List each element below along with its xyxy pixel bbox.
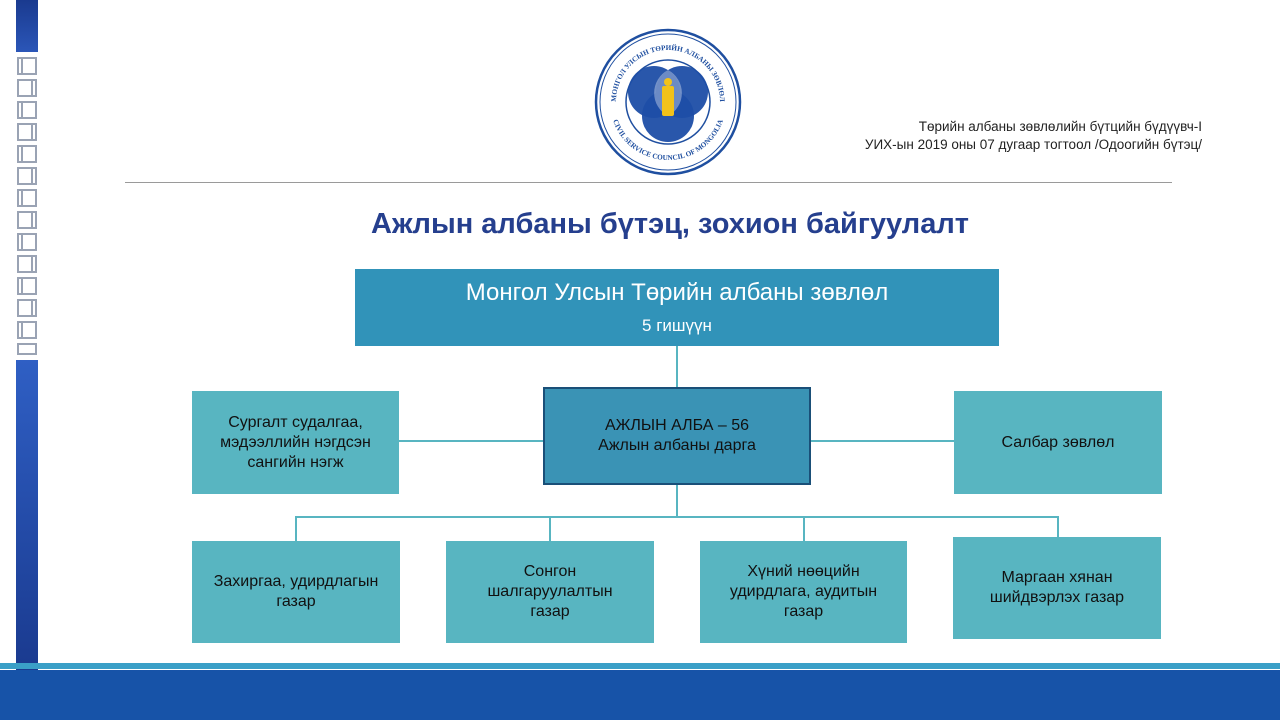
- selection-line-1: Сонгон: [523, 563, 577, 580]
- bottom-accent-line: [0, 663, 1280, 669]
- left-decor-bar-bottom: [16, 360, 38, 670]
- council-name: Монгол Улсын Төрийн албаны зөвлөл: [465, 278, 889, 306]
- admin-line-1: Захиргаа, удирдлагын: [213, 573, 379, 590]
- reference-line-1: Төрийн албаны зөвлөлийн бүтцийн бүдүүвч-…: [918, 119, 1202, 134]
- hr-department-box: Хүний нөөцийн удирдлага, аудитын газар: [700, 541, 907, 643]
- hr-line-1: Хүний нөөцийн: [747, 563, 860, 580]
- secretariat-box: АЖЛЫН АЛБА – 56 Ажлын албаны дарга: [543, 387, 811, 485]
- dispute-department-box: Маргаан хянан шийдвэрлэх газар: [953, 537, 1161, 639]
- connector-office-branch: [811, 440, 954, 442]
- header-divider: [125, 182, 1172, 183]
- training-line-3: сангийн нэгж: [247, 453, 344, 471]
- selection-line-3: газар: [530, 603, 570, 620]
- reference-note: Төрийн албаны зөвлөлийн бүтцийн бүдүүвч-…: [780, 118, 1202, 154]
- connector-council-office: [676, 346, 678, 387]
- connector-training-office: [399, 440, 543, 442]
- branch-line-1: Салбар зөвлөл: [1001, 433, 1115, 451]
- connector-hr: [803, 516, 805, 541]
- training-unit-box: Сургалт судалгаа, мэдээллийн нэгдсэн сан…: [192, 391, 399, 494]
- hr-line-3: газар: [783, 603, 824, 620]
- page-title: Ажлын албаны бүтэц, зохион байгуулалт: [371, 208, 969, 240]
- hr-line-2: удирдлага, аудитын: [729, 583, 878, 600]
- secretariat-line-2: Ажлын албаны дарга: [598, 437, 756, 454]
- left-ornament-pattern: [17, 57, 37, 355]
- left-decor-bar-top: [16, 0, 38, 52]
- admin-line-2: газар: [276, 593, 316, 610]
- secretariat-line-1: АЖЛЫН АЛБА – 56: [604, 417, 750, 434]
- connector-admin: [295, 516, 297, 541]
- dispute-line-1: Маргаан хянан: [1001, 569, 1113, 586]
- selection-department-box: Сонгон шалгаруулалтын газар: [446, 541, 654, 643]
- dispute-line-2: шийдвэрлэх газар: [989, 589, 1125, 606]
- bottom-band: [0, 670, 1280, 720]
- civil-service-council-logo: МОНГОЛ УЛСЫН ТӨРИЙН АЛБАНЫ ЗӨВЛӨЛ CIVIL …: [594, 28, 742, 176]
- training-line-2: мэдээллийн нэгдсэн: [220, 433, 371, 451]
- connector-office-down: [676, 485, 678, 517]
- admin-department-box: Захиргаа, удирдлагын газар: [192, 541, 400, 643]
- reference-line-2: УИХ-ын 2019 оны 07 дугаар тогтоол /Одоог…: [864, 137, 1202, 152]
- connector-dispute: [1057, 516, 1059, 537]
- branch-council-box: Салбар зөвлөл: [954, 391, 1162, 494]
- connector-horizontal-bus: [295, 516, 1059, 518]
- selection-line-2: шалгаруулалтын: [487, 583, 613, 600]
- council-members: 5 гишүүн: [642, 315, 712, 335]
- connector-selection: [549, 516, 551, 541]
- council-box: Монгол Улсын Төрийн албаны зөвлөл 5 гишү…: [355, 269, 999, 346]
- training-line-1: Сургалт судалгаа,: [228, 413, 363, 431]
